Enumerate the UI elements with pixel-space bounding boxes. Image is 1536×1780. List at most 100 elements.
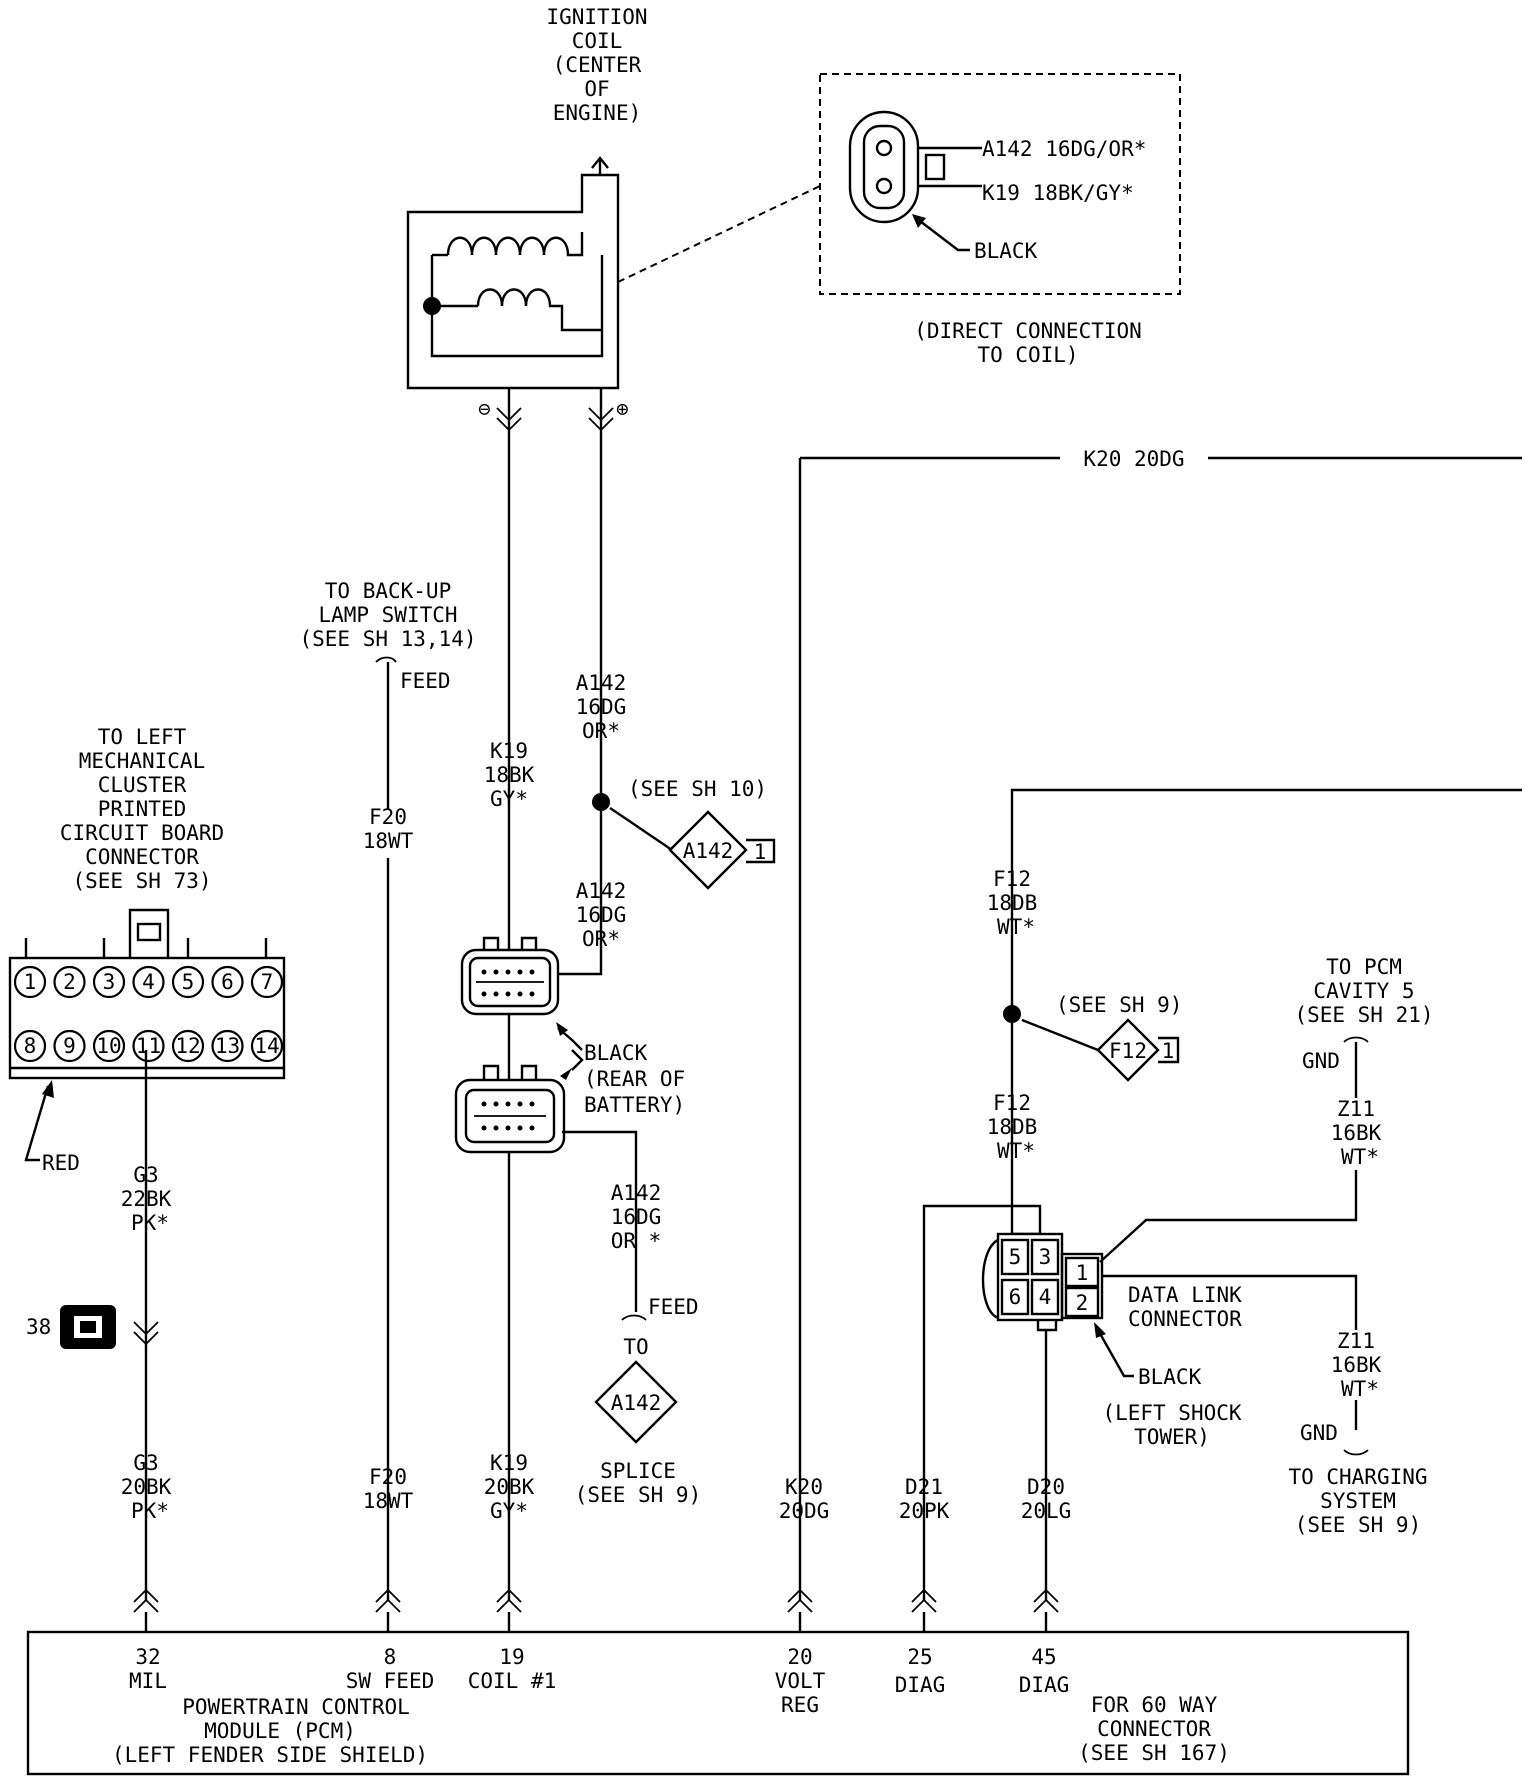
svg-text:COIL: COIL (572, 29, 623, 53)
cluster-pin-label: 11 (136, 1034, 161, 1058)
inline-connector-lower (454, 1064, 566, 1154)
svg-text:16DG: 16DG (576, 903, 627, 927)
svg-text:Z11: Z11 (1337, 1329, 1375, 1353)
svg-text:TO CHARGING: TO CHARGING (1288, 1465, 1427, 1489)
svg-text:F12: F12 (993, 867, 1031, 891)
svg-text:CIRCUIT BOARD: CIRCUIT BOARD (60, 821, 224, 845)
svg-text:16BK: 16BK (1331, 1121, 1382, 1145)
svg-text:(LEFT SHOCK: (LEFT SHOCK (1102, 1401, 1241, 1425)
feed-lower-label: FEED (648, 1295, 699, 1319)
svg-text:SYSTEM: SYSTEM (1320, 1489, 1396, 1513)
svg-text:F20: F20 (369, 1465, 407, 1489)
svg-text:CONNECTOR: CONNECTOR (1128, 1307, 1242, 1331)
inline-connector-upper (460, 936, 560, 1016)
svg-text:CONNECTOR: CONNECTOR (85, 845, 199, 869)
svg-text:A142: A142 (683, 839, 734, 863)
cluster-pin (211, 1029, 244, 1063)
svg-text:32: 32 (135, 1645, 160, 1669)
z11-lower-wire (1102, 1274, 1358, 1430)
svg-text:20LG: 20LG (1021, 1499, 1072, 1523)
pcm-connector-icons (133, 1588, 1059, 1632)
svg-text:DATA LINK: DATA LINK (1128, 1283, 1242, 1307)
svg-text:PK*: PK* (131, 1499, 169, 1523)
svg-text:CONNECTOR: CONNECTOR (1097, 1717, 1211, 1741)
svg-text:COIL #1: COIL #1 (468, 1669, 557, 1693)
f20-lower-label: F20 18WT (363, 1465, 414, 1513)
svg-text:2: 2 (1076, 1291, 1089, 1315)
svg-text:MECHANICAL: MECHANICAL (79, 749, 205, 773)
svg-text:F12: F12 (993, 1091, 1031, 1115)
cluster-pin-label: 8 (24, 1034, 37, 1058)
svg-text:6: 6 (1009, 1285, 1022, 1309)
svg-text:20BK: 20BK (484, 1475, 535, 1499)
coil-neg-connector-icon (496, 407, 522, 432)
svg-text:(REAR OF: (REAR OF (584, 1067, 685, 1091)
pcm-cavities: 32 MIL 8 SW FEED 19 COIL #1 20 VOLT REG … (129, 1645, 1069, 1717)
coil-housing (406, 173, 620, 390)
cluster-pin-label: 1 (24, 970, 37, 994)
see-sh10-label: (SEE SH 10) (628, 777, 767, 801)
k20-wire: K20 20DG (798, 447, 1522, 1600)
cluster-pin (171, 965, 205, 999)
svg-text:CAVITY 5: CAVITY 5 (1313, 979, 1414, 1003)
k20-top-label: K20 20DG (1083, 447, 1184, 471)
svg-text:A142: A142 (611, 1181, 662, 1205)
detail-connector-color: BLACK (974, 239, 1038, 263)
svg-text:DIAG: DIAG (1019, 1673, 1070, 1697)
ignition-coil: IGNITION COIL (CENTER OF ENGINE) ⊖ ⊕ (406, 5, 821, 1600)
svg-text:(CENTER: (CENTER (553, 53, 642, 77)
svg-text:OR*: OR* (582, 719, 620, 743)
pcm-cavity-ref: TO PCM CAVITY 5 (SEE SH 21) (1294, 955, 1433, 1027)
coil-junction-dot (423, 297, 441, 315)
cluster-pin-label: 3 (103, 970, 116, 994)
detail-caption: (DIRECT CONNECTION TO COIL) (914, 319, 1142, 367)
a142-splice-dot (592, 793, 610, 811)
pcm-module: 32 MIL 8 SW FEED 19 COIL #1 20 VOLT REG … (26, 1630, 1410, 1776)
svg-text:20BK: 20BK (121, 1475, 172, 1499)
see-sh9-label: (SEE SH 9) (1056, 993, 1182, 1017)
svg-text:ENGINE): ENGINE) (553, 101, 642, 125)
svg-text:OR *: OR * (611, 1229, 662, 1253)
f20-wire: TO BACK-UP LAMP SWITCH (SEE SH 13,14) FE… (299, 579, 477, 1600)
svg-text:POWERTRAIN CONTROL: POWERTRAIN CONTROL (182, 1695, 410, 1719)
svg-text:TO COIL): TO COIL) (977, 343, 1078, 367)
f12-diamond (1096, 1018, 1160, 1082)
d21-wire (922, 1204, 1042, 1600)
svg-text:A142: A142 (576, 671, 627, 695)
cluster-connector-color: RED (42, 1151, 80, 1175)
pcm-connector-ref: FOR 60 WAY CONNECTOR (SEE SH 167) (1078, 1693, 1230, 1765)
cluster-pin (53, 1029, 86, 1063)
svg-text:18BK: 18BK (484, 763, 535, 787)
svg-text:WT*: WT* (1341, 1377, 1379, 1401)
svg-text:MIL: MIL (129, 1669, 167, 1693)
svg-text:CLUSTER: CLUSTER (98, 773, 187, 797)
svg-text:SPLICE: SPLICE (600, 1459, 676, 1483)
detail-wire-k19: K19 18BK/GY* (982, 181, 1134, 205)
splice-ref-number: 38 (26, 1315, 51, 1339)
cluster-pin-label: 7 (261, 970, 274, 994)
data-link-color: BLACK (1138, 1365, 1202, 1389)
svg-text:19: 19 (499, 1645, 524, 1669)
cluster-pin-label: 13 (215, 1034, 240, 1058)
svg-text:TO: TO (623, 1335, 648, 1359)
svg-text:F12: F12 (1109, 1039, 1147, 1063)
svg-text:VOLT: VOLT (775, 1669, 826, 1693)
ignition-coil-label: IGNITION COIL (CENTER OF ENGINE) (546, 5, 647, 125)
svg-text:SW FEED: SW FEED (346, 1669, 435, 1693)
svg-text:FOR 60 WAY: FOR 60 WAY (1091, 1693, 1218, 1717)
svg-text:20: 20 (787, 1645, 812, 1669)
cluster-connector-label: TO LEFT MECHANICAL CLUSTER PRINTED CIRCU… (60, 725, 224, 893)
svg-text:TO PCM: TO PCM (1326, 955, 1402, 979)
cluster-pin-label: 5 (182, 970, 195, 994)
svg-text:K19: K19 (490, 739, 528, 763)
cluster-pin-label: 10 (96, 1034, 121, 1058)
svg-text:GY*: GY* (490, 1499, 528, 1523)
splice-ref-icon (60, 1305, 116, 1349)
svg-text:GY*: GY* (490, 787, 528, 811)
cluster-pin (13, 965, 47, 999)
coil-pos-connector-icon (588, 407, 614, 432)
data-link-pins: 5 3 1 6 4 2 (1009, 1245, 1089, 1315)
svg-text:A142: A142 (576, 879, 627, 903)
f12-wire: F12 18DB WT* (SEE SH 9) F12 1 F12 18DB W… (987, 788, 1522, 1234)
